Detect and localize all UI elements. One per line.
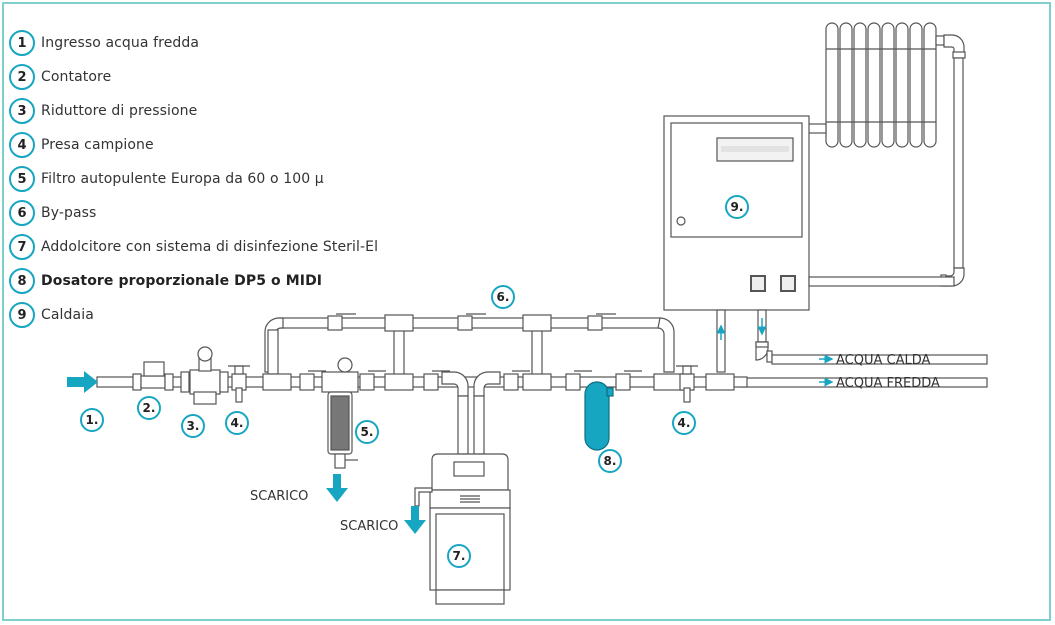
- inlet-arrow: [67, 371, 98, 393]
- badge-1: [80, 408, 104, 432]
- legend-number-badge: 3: [9, 98, 35, 124]
- badge-8: [598, 449, 622, 473]
- sample-tap-right: [676, 365, 698, 403]
- legend-number-badge: 5: [9, 166, 35, 192]
- badge-2: [137, 396, 161, 420]
- legend-label: Riduttore di pressione: [41, 103, 198, 119]
- badge-4b-text: 4.: [678, 416, 691, 430]
- hot-water-pipe: [771, 354, 988, 365]
- legend-number-badge: 9: [9, 302, 35, 328]
- badge-4a: [225, 411, 249, 435]
- drain-label-softener: SCARICO: [340, 519, 398, 534]
- main-valves: [262, 370, 735, 391]
- badge-1-text: 1.: [86, 413, 99, 427]
- sample-tap-left: [228, 365, 250, 403]
- badge-2-text: 2.: [143, 401, 156, 415]
- legend-number-badge: 1: [9, 30, 35, 56]
- drain-arrow-filter: [326, 474, 348, 502]
- legend-number-badge: 2: [9, 64, 35, 90]
- legend-item-8: 8 Dosatore proporzionale DP5 o MIDI: [9, 264, 378, 298]
- legend-item-5: 5 Filtro autopulente Europa da 60 o 100 …: [9, 162, 378, 196]
- bypass-loop: [264, 313, 675, 377]
- cold-water-label: ACQUA FREDDA: [836, 376, 940, 391]
- badge-6-text: 6.: [497, 290, 510, 304]
- legend-label: Ingresso acqua fredda: [41, 35, 200, 51]
- proportional-doser: [584, 381, 614, 451]
- badge-6: [491, 285, 515, 309]
- badge-5: [355, 420, 379, 444]
- badge-9-text: 9.: [731, 200, 744, 214]
- radiator: [807, 22, 966, 287]
- water-meter: [132, 361, 174, 391]
- water-softener: [414, 453, 511, 605]
- legend-item-2: 2 Contatore: [9, 60, 378, 94]
- pressure-reducer: [180, 346, 229, 405]
- badge-4b: [672, 411, 696, 435]
- legend-number-badge: 8: [9, 268, 35, 294]
- badge-3-text: 3.: [187, 419, 200, 433]
- legend-label: By-pass: [41, 205, 97, 221]
- legend-item-3: 3 Riduttore di pressione: [9, 94, 378, 128]
- self-cleaning-filter: [321, 357, 359, 469]
- legend-label: Addolcitore con sistema di disinfezione …: [41, 239, 379, 255]
- legend-number-badge: 6: [9, 200, 35, 226]
- badge-8-text: 8.: [604, 454, 617, 468]
- boiler: [663, 115, 955, 311]
- legend: 1 Ingresso acqua fredda 2 Contatore 3 Ri…: [9, 26, 378, 332]
- legend-label: Dosatore proporzionale DP5 o MIDI: [41, 273, 323, 289]
- badge-3: [181, 414, 205, 438]
- legend-label: Caldaia: [41, 307, 94, 323]
- legend-label: Contatore: [41, 69, 112, 85]
- legend-item-1: 1 Ingresso acqua fredda: [9, 26, 378, 60]
- badge-7-text: 7.: [453, 549, 466, 563]
- badge-9: [725, 195, 749, 219]
- legend-number-badge: 7: [9, 234, 35, 260]
- badge-7: [447, 544, 471, 568]
- legend-number-badge: 4: [9, 132, 35, 158]
- legend-item-4: 4 Presa campione: [9, 128, 378, 162]
- legend-label: Filtro autopulente Europa da 60 o 100 µ: [41, 171, 324, 187]
- legend-item-9: 9 Caldaia: [9, 298, 378, 332]
- legend-label: Presa campione: [41, 137, 154, 153]
- drain-label-filter: SCARICO: [250, 489, 308, 504]
- legend-item-6: 6 By-pass: [9, 196, 378, 230]
- badge-5-text: 5.: [361, 425, 374, 439]
- badge-4a-text: 4.: [231, 416, 244, 430]
- drain-arrow-softener: [404, 506, 426, 534]
- legend-item-7: 7 Addolcitore con sistema di disinfezion…: [9, 230, 378, 264]
- hot-water-label: ACQUA CALDA: [836, 353, 931, 368]
